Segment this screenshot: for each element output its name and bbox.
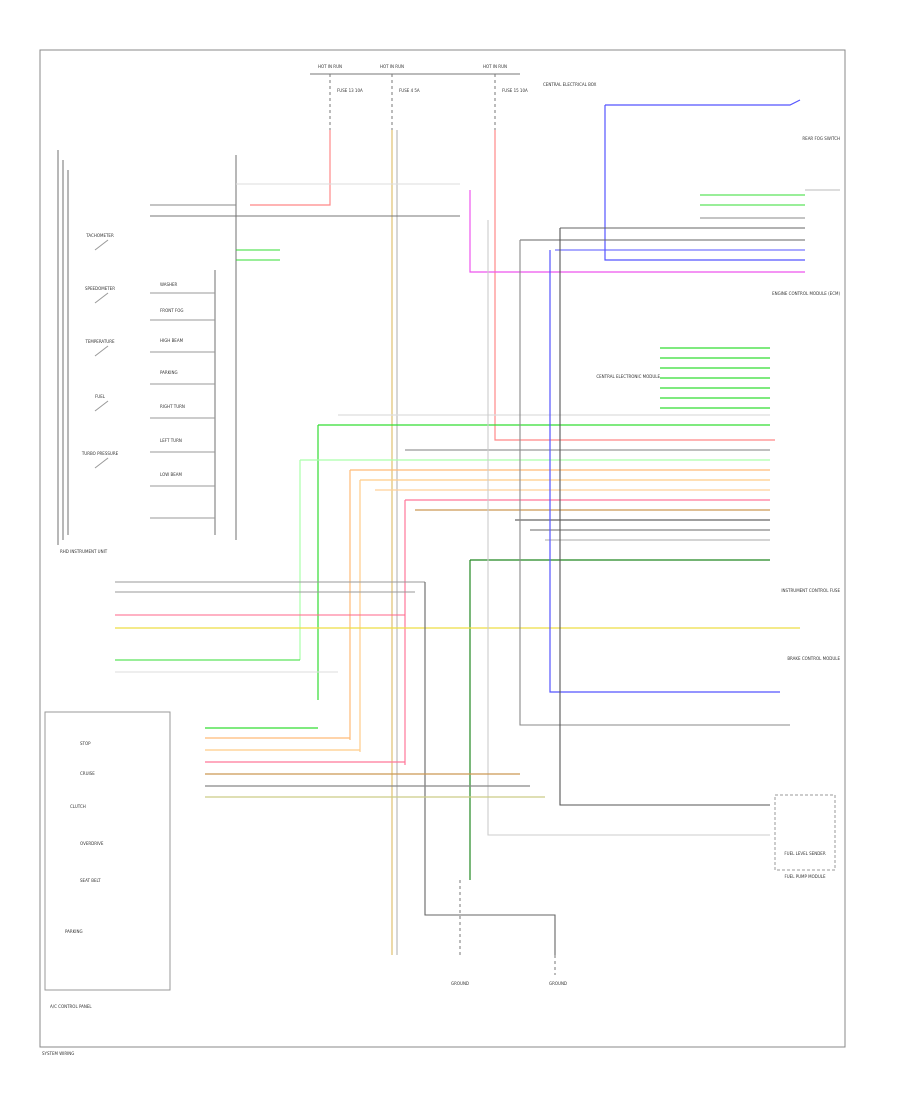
ground-left-label: GROUND [451,981,469,986]
gauges: TACHOMETER SPEEDOMETER TEMPERATURE FUEL … [81,233,119,469]
indicator-label: RIGHT TURN [160,404,185,409]
fuel-pump-label: FUEL PUMP MODULE [784,874,826,879]
diagram-border [39,49,846,1048]
fuse-hot-label: HOT IN RUN [318,64,342,69]
instrument-pins [150,183,460,261]
fuel-pump: FUEL LEVEL SENDER FUEL PUMP MODULE [774,794,836,879]
indicator-label: WASHER [160,282,178,287]
fuse-rating: FUSE 4 5A [399,88,420,93]
instrument-lower-wires [115,220,770,955]
fuse-rating: FUSE 15 10A [502,88,528,93]
ecm-label: ENGINE CONTROL MODULE (ECM) [772,291,840,296]
rear-fog-switch-label: REAR FOG SWITCH [802,136,840,141]
central-module-label: CENTRAL ELECTRONIC MODULE [596,374,660,379]
panel-switch: SEAT BELT [80,878,101,883]
panel-wires [205,727,545,798]
indicator-label: LOW BEAM [160,472,182,477]
blue-wire [549,250,780,693]
instrument-unit-label: RHD INSTRUMENT UNIT [60,549,108,554]
instrument-fuse-label: INSTRUMENT CONTROL FUSE [781,588,840,593]
indicators: WASHER FRONT FOG HIGH BEAM PARKING RIGHT… [150,282,215,519]
panel-switch: CLUTCH [70,804,86,809]
fuse-wires [250,130,775,955]
footer-label: SYSTEM WIRING [42,1051,74,1056]
fuel-sender-label: FUEL LEVEL SENDER [784,851,825,856]
gauge-label: SPEEDOMETER [85,286,115,291]
indicator-label: FRONT FOG [160,308,183,313]
gauge-label: TEMPERATURE [84,339,115,344]
fuse-block: HOT IN RUN FUSE 13 10A HOT IN RUN FUSE 4… [310,64,597,130]
indicator-label: HIGH BEAM [160,338,184,343]
panel-switch: CRUISE [80,771,95,776]
control-panel-label: A/C CONTROL PANEL [50,1004,92,1009]
ground-right-label: GROUND [549,981,567,986]
brake-module-label: BRAKE CONTROL MODULE [787,656,840,661]
instrument-unit-bars [57,150,237,545]
indicator-label: LEFT TURN [160,438,182,443]
gray-wire [519,240,790,726]
panel-switch: STOP [80,741,91,746]
ecm-block: ENGINE CONTROL MODULE (ECM) REAR FOG SWI… [469,99,840,296]
control-panel: STOP CRUISE CLUTCH OVERDRIVE SEAT BELT P… [44,711,171,1009]
fuse-hot-label: HOT IN RUN [483,64,507,69]
central-module-wires [299,347,770,880]
panel-switch: PARKING [65,929,83,934]
gauge-label: TURBO PRESSURE [81,451,119,456]
indicator-label: PARKING [160,370,178,375]
fuse-rating: FUSE 13 10A [337,88,363,93]
fuse-box-note: CENTRAL ELECTRICAL BOX [543,82,597,87]
gauge-label: FUEL [95,394,106,399]
panel-switch: OVERDRIVE [80,841,104,846]
fuse-hot-label: HOT IN RUN [380,64,404,69]
grounds: GROUND GROUND [451,880,567,986]
gauge-label: TACHOMETER [85,233,114,238]
